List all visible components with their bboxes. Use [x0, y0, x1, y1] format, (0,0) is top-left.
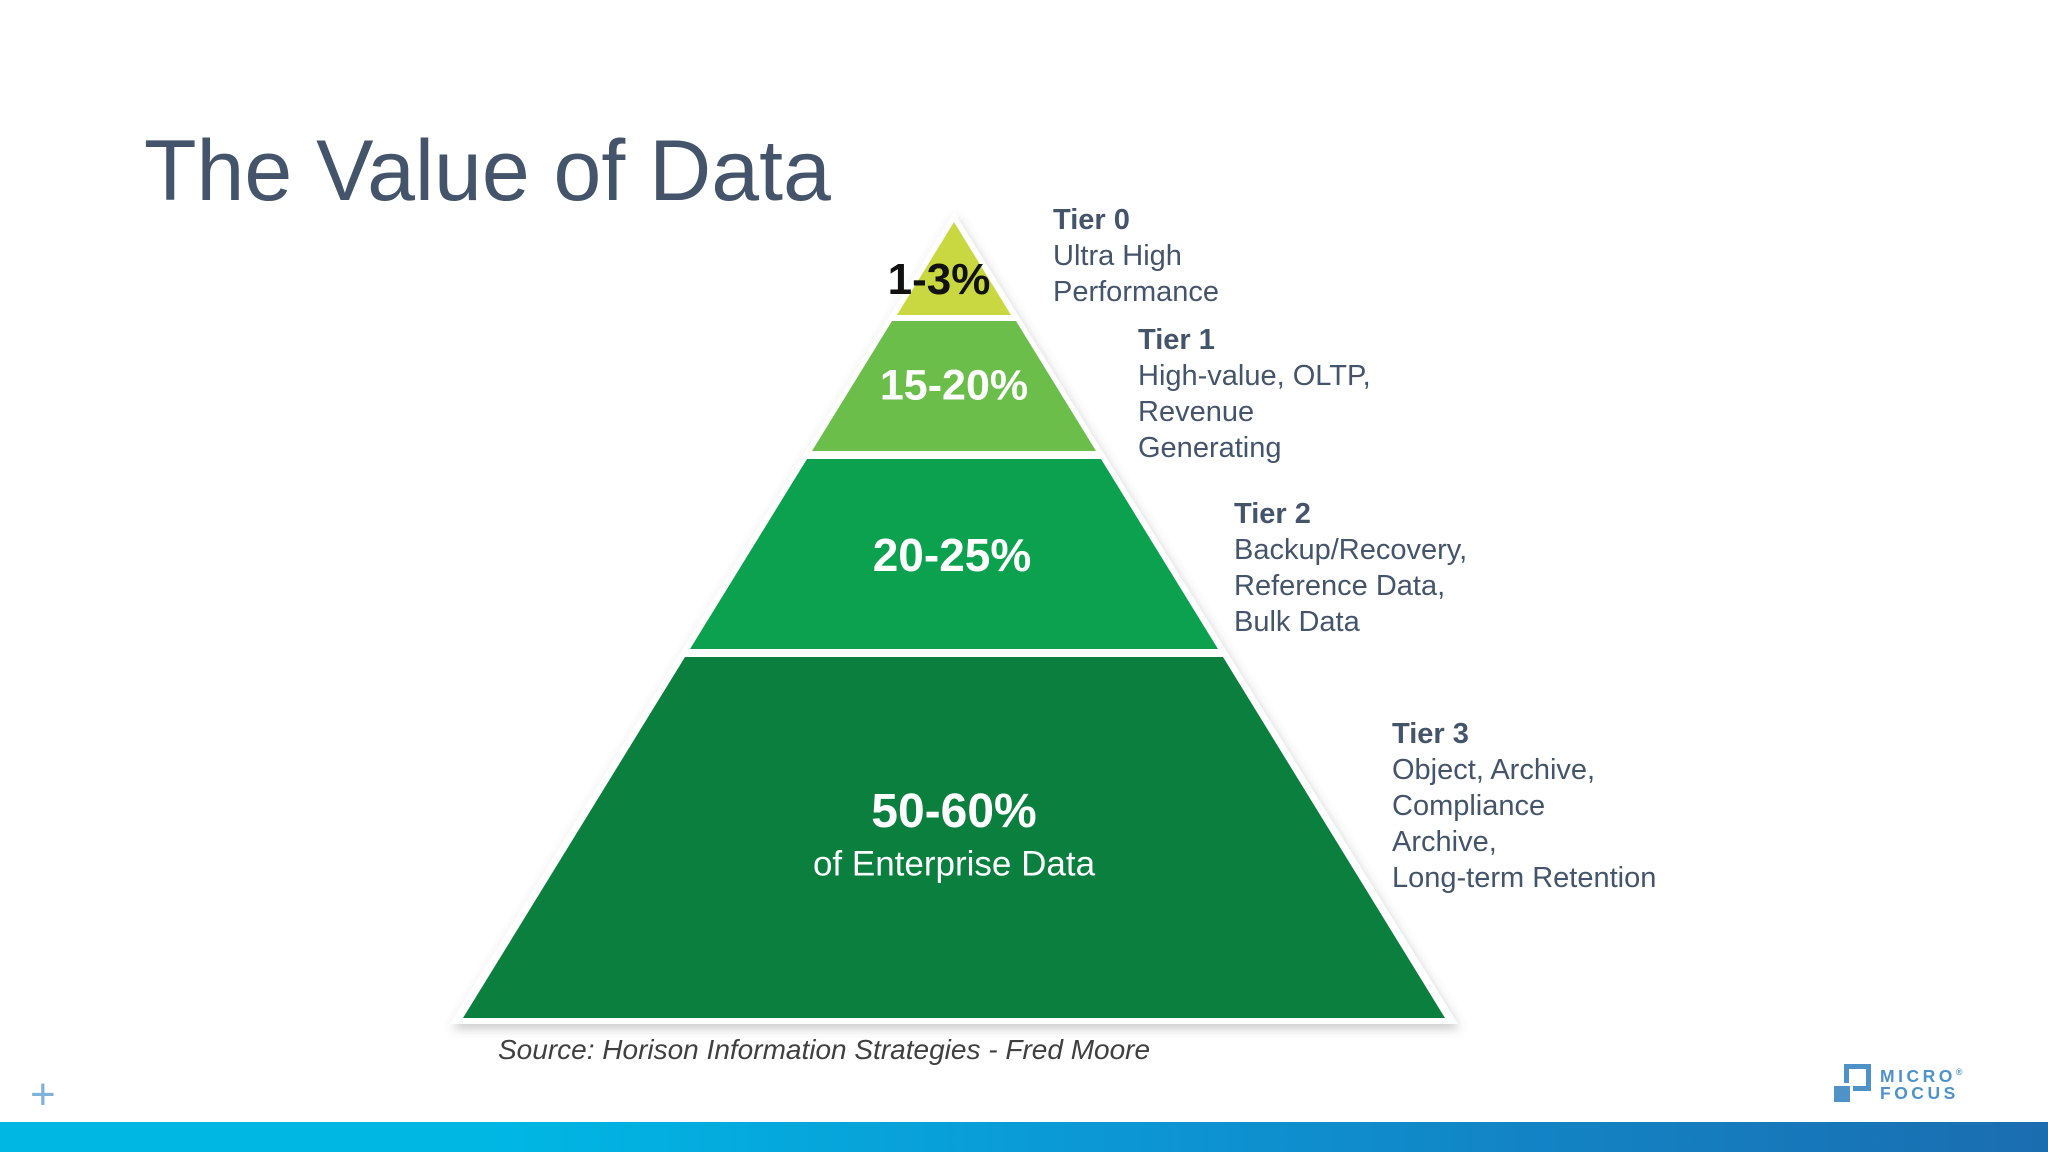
bottom-accent-bar	[0, 1122, 2048, 1152]
tier1-annotation: Tier 1 High-value, OLTP, Revenue Generat…	[1138, 322, 1371, 466]
page-title: The Value of Data	[144, 123, 831, 219]
tier0-name: Tier 0	[1053, 204, 1130, 236]
microfocus-logo: MICRO® FOCUS	[1834, 1064, 1962, 1103]
tier2-percent-label: 20-25%	[872, 529, 1032, 581]
tier1-desc-line: High-value, OLTP,	[1138, 360, 1371, 392]
tier1-shape	[812, 321, 1096, 451]
tier3-desc-line: Archive,	[1392, 826, 1497, 858]
tier0-percent-label: 1-3%	[887, 255, 991, 304]
tier3-desc-line: Object, Archive,	[1392, 754, 1596, 786]
tier2-annotation: Tier 2 Backup/Recovery, Reference Data, …	[1234, 496, 1467, 640]
tier2-desc-line: Backup/Recovery,	[1234, 534, 1468, 566]
plus-mark: +	[30, 1070, 56, 1119]
logo-solid-square	[1834, 1083, 1853, 1103]
tier3-shape	[463, 657, 1445, 1018]
microfocus-wordmark: MICRO® FOCUS	[1880, 1064, 1962, 1103]
tier2-desc-line: Bulk Data	[1234, 606, 1360, 638]
tier3-percent-subline: of Enterprise Data	[812, 844, 1096, 884]
tier3-percent-label: 50-60%	[871, 785, 1037, 838]
source-note: Source: Horison Information Strategies -…	[498, 1034, 1151, 1065]
tier1-percent-label: 15-20%	[879, 361, 1029, 410]
tier3-annotation: Tier 3 Object, Archive, Compliance Archi…	[1392, 716, 1656, 896]
logo-outline-square	[1844, 1064, 1871, 1092]
microfocus-logo-icon	[1834, 1064, 1871, 1103]
tier3-desc-line: Long-term Retention	[1392, 862, 1657, 894]
tier0-desc-line: Ultra High	[1053, 240, 1182, 272]
tier2-desc-line: Reference Data,	[1234, 570, 1446, 602]
registered-mark: ®	[1955, 1067, 1963, 1077]
tier2-shape	[690, 459, 1218, 649]
logo-line1: MICRO	[1880, 1065, 1956, 1086]
tier0-desc-line: Performance	[1053, 276, 1220, 308]
tier1-name: Tier 1	[1138, 324, 1215, 356]
tier3-name: Tier 3	[1392, 718, 1469, 750]
tier0-annotation: Tier 0 Ultra High Performance	[1053, 202, 1219, 310]
tier2-name: Tier 2	[1234, 498, 1311, 530]
tier3-desc-line: Compliance	[1392, 790, 1546, 822]
logo-line2: FOCUS	[1880, 1083, 1959, 1104]
tier1-desc-line: Revenue	[1138, 396, 1255, 428]
tier1-desc-line: Generating	[1138, 432, 1282, 464]
tier0-shape	[897, 222, 1011, 315]
